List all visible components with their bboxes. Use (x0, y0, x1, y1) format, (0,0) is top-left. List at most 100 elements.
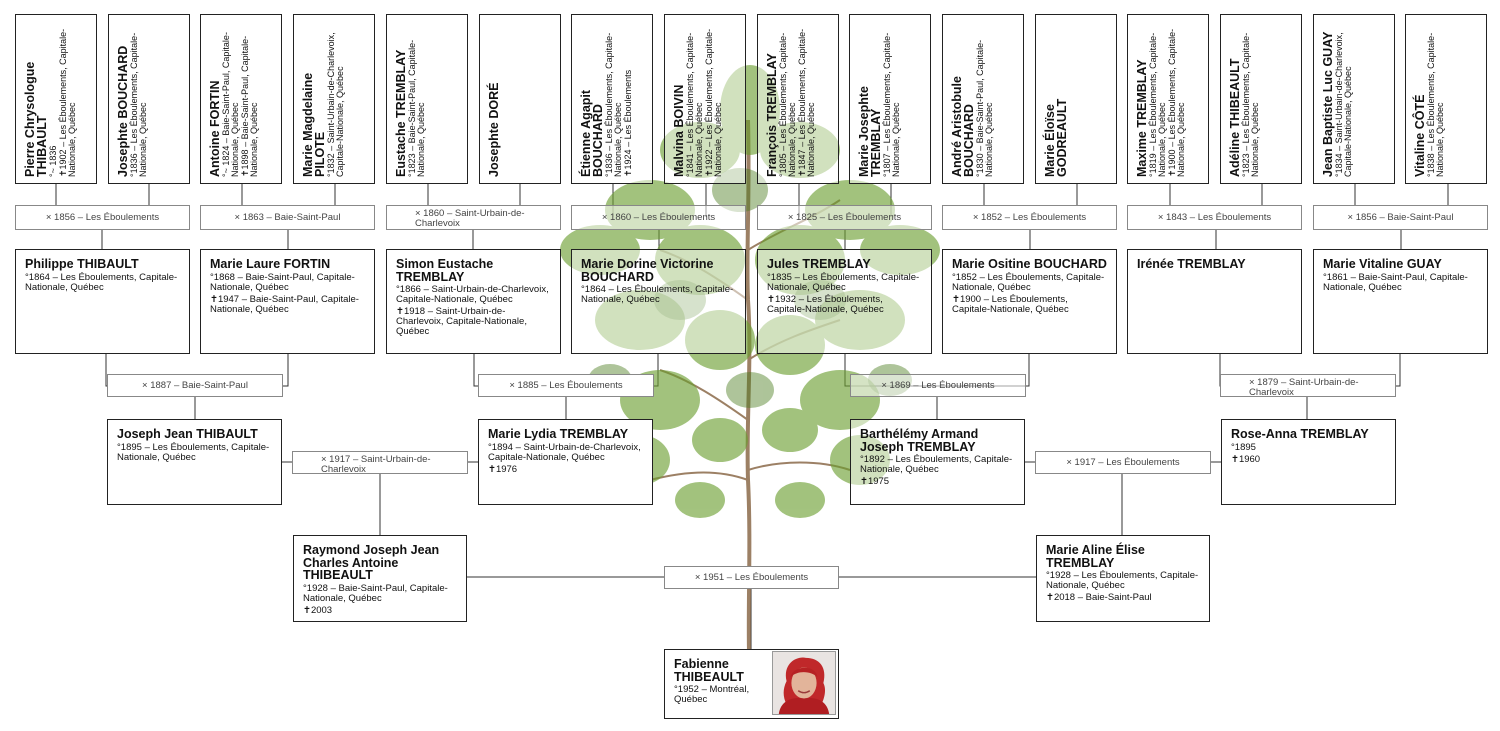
person-name: Adéline THIBEAULT (1228, 58, 1242, 177)
person-dates: °1852 – Les Éboulements, Capitale-Nation… (952, 271, 1105, 293)
person-card-text: André Aristobule BOUCHARD°1830 – Baie-Sa… (950, 27, 1023, 177)
person-dates: ✝1918 – Saint-Urbain-de-Charlevoix, Capi… (396, 306, 527, 337)
person-card[interactable]: Marie Laure FORTIN°1868 – Baie-Saint-Pau… (200, 249, 375, 354)
person-card[interactable]: Marie Ositine BOUCHARD°1852 – Les Éboule… (942, 249, 1117, 354)
person-card[interactable]: Marie Aline Élise TREMBLAY°1928 – Les Éb… (1036, 535, 1210, 622)
person-card[interactable]: Marie Vitaline GUAY°1861 – Baie-Saint-Pa… (1313, 249, 1488, 354)
person-dates: °1952 – Montréal, Québec (674, 684, 750, 705)
person-card[interactable]: Josephte DORÉ (479, 14, 561, 184)
person-dates: ✝1975 (860, 476, 890, 487)
person-card[interactable]: Eustache TREMBLAY°1823 – Baie-Saint-Paul… (386, 14, 468, 184)
person-name: Philippe THIBAULT (25, 257, 139, 271)
person-card[interactable]: Adéline THIBEAULT°1823 – Les Éboulements… (1220, 14, 1302, 184)
person-name: Barthélémy Armand Joseph TREMBLAY (860, 427, 979, 454)
person-card[interactable]: Pierre Chrysologue THIBAULT°~ 1836✝1902 … (15, 14, 97, 184)
person-name: André Aristobule BOUCHARD (950, 76, 976, 177)
person-card-text: Marie Magdelaine PILOTE°1832 – Saint-Urb… (301, 27, 374, 177)
person-name: Josephte BOUCHARD (116, 45, 130, 177)
person-dates: °1864 – Les Éboulements, Capitale-Nation… (25, 271, 178, 293)
person-card[interactable]: Rose-Anna TREMBLAY°1895✝1960 (1221, 419, 1396, 505)
person-dates: ✝1900 – Les Éboulements, Capitale-Nation… (1167, 28, 1186, 177)
person-card[interactable]: Marie Magdelaine PILOTE°1832 – Saint-Urb… (293, 14, 375, 184)
marriage-label: × 1869 – Les Éboulements (850, 374, 1026, 397)
person-dates: °1836 – Les Éboulements, Capitale-Nation… (604, 32, 623, 177)
marriage-label: × 1860 – Saint-Urbain-de-Charlevoix (386, 205, 561, 230)
marriage-label: × 1860 – Les Éboulements (571, 205, 746, 230)
person-name: Malvina BOIVIN (672, 84, 686, 177)
person-dates: °1834 – Saint-Urbain-de-Charlevoix, Capi… (1334, 32, 1353, 177)
person-dates: °1836 – Les Éboulements, Capitale-Nation… (129, 32, 148, 177)
person-name: Raymond Joseph Jean Charles Antoine THIB… (303, 543, 440, 582)
person-name: Rose-Anna TREMBLAY (1231, 427, 1369, 441)
person-dates: ✝1898 – Baie-Saint-Paul, Capitale-Nation… (240, 35, 259, 177)
person-card[interactable]: Barthélémy Armand Joseph TREMBLAY°1892 –… (850, 419, 1025, 505)
person-name: Joseph Jean THIBAULT (117, 427, 258, 441)
person-card-text: Pierre Chrysologue THIBAULT°~ 1836✝1902 … (23, 27, 96, 177)
person-name: Marie Éloïse GODREAULT (1043, 98, 1069, 177)
person-name: Vitaline CÔTÉ (1413, 94, 1427, 177)
person-dates: ✝1902 – Les Éboulements, Capitale-Nation… (58, 28, 77, 177)
person-card-text: Malvina BOIVIN°1841 – Les Éboulements, C… (672, 27, 745, 177)
person-card[interactable]: François TREMBLAY°1805 – Les Éboulements… (757, 14, 839, 184)
person-dates: °1864 – Les Éboulements, Capitale-Nation… (581, 284, 734, 305)
marriage-label: × 1887 – Baie-Saint-Paul (107, 374, 283, 397)
person-dates: °1832 – Saint-Urbain-de-Charlevoix, Capi… (326, 32, 345, 177)
person-card[interactable]: Jules TREMBLAY°1835 – Les Éboulements, C… (757, 249, 932, 354)
person-card[interactable]: Marie Lydia TREMBLAY°1894 – Saint-Urbain… (478, 419, 653, 505)
person-card[interactable]: Raymond Joseph Jean Charles Antoine THIB… (293, 535, 467, 622)
person-card-text: Marie Josephte TREMBLAY°1807 – Les Éboul… (857, 27, 930, 177)
person-card[interactable]: Marie Josephte TREMBLAY°1807 – Les Éboul… (849, 14, 931, 184)
marriage-label: × 1863 – Baie-Saint-Paul (200, 205, 375, 230)
person-card[interactable]: Jean Baptiste Luc GUAY°1834 – Saint-Urba… (1313, 14, 1395, 184)
person-name: Jean Baptiste Luc GUAY (1321, 31, 1335, 177)
person-dates: ✝1847 – Les Éboulements, Capitale-Nation… (797, 28, 816, 177)
person-dates: °1823 – Baie-Saint-Paul, Capitale-Nation… (407, 39, 426, 177)
person-dates: °1866 – Saint-Urbain-de-Charlevoix, Capi… (396, 284, 549, 305)
person-card-text: Josephte BOUCHARD°1836 – Les Éboulements… (116, 27, 189, 177)
person-card[interactable]: Étienne Agapit BOUCHARD°1836 – Les Éboul… (571, 14, 653, 184)
person-card[interactable]: Simon Eustache TREMBLAY°1866 – Saint-Urb… (386, 249, 561, 354)
person-card-text: Maxime TREMBLAY°1819 – Les Éboulements, … (1135, 27, 1208, 177)
person-dates: °1819 – Les Éboulements, Capitale-Nation… (1148, 32, 1167, 177)
person-card[interactable]: Joseph Jean THIBAULT°1895 – Les Ébouleme… (107, 419, 282, 505)
person-name: Marie Aline Élise TREMBLAY (1046, 543, 1145, 570)
person-name: Marie Laure FORTIN (210, 257, 331, 271)
person-card[interactable]: Maxime TREMBLAY°1819 – Les Éboulements, … (1127, 14, 1209, 184)
person-dates: °1895 (1231, 441, 1256, 453)
person-dates: ✝1947 – Baie-Saint-Paul, Capitale-Nation… (210, 293, 359, 315)
person-card[interactable]: Philippe THIBAULT°1864 – Les Éboulements… (15, 249, 190, 354)
marriage-label: × 1852 – Les Éboulements (942, 205, 1117, 230)
person-dates: ✝1900 – Les Éboulements, Capitale-Nation… (952, 293, 1069, 315)
person-card[interactable]: Josephte BOUCHARD°1836 – Les Éboulements… (108, 14, 190, 184)
marriage-label: × 1879 – Saint-Urbain-de-Charlevoix (1220, 374, 1396, 398)
marriage-label: × 1885 – Les Éboulements (478, 374, 654, 397)
person-card-text: Jean Baptiste Luc GUAY°1834 – Saint-Urba… (1321, 27, 1394, 177)
person-dates: °~ 1836 (48, 145, 58, 177)
person-dates: °1823 – Les Éboulements, Capitale-Nation… (1241, 32, 1260, 177)
person-card[interactable]: Marie Dorine Victorine BOUCHARD°1864 – L… (571, 249, 746, 354)
marriage-label: × 1951 – Les Éboulements (664, 566, 839, 589)
person-name: Étienne Agapit BOUCHARD (579, 89, 605, 177)
person-card[interactable]: Vitaline CÔTÉ°1838 – Les Éboulements, Ca… (1405, 14, 1487, 184)
person-dates: °1861 – Baie-Saint-Paul, Capitale-Nation… (1323, 271, 1468, 293)
portrait-photo (772, 651, 836, 715)
person-card-text: Antoine FORTIN°~ 1824 – Baie-Saint-Paul,… (208, 27, 281, 177)
marriage-label: × 1856 – Baie-Saint-Paul (1313, 205, 1488, 230)
person-dates: °~ 1824 – Baie-Saint-Paul, Capitale-Nati… (221, 32, 240, 177)
person-name: Marie Josephte TREMBLAY (857, 85, 883, 177)
person-card[interactable]: André Aristobule BOUCHARD°1830 – Baie-Sa… (942, 14, 1024, 184)
person-card-text: Josephte DORÉ (487, 27, 560, 177)
person-name: Marie Vitaline GUAY (1323, 257, 1442, 271)
person-name: Marie Ositine BOUCHARD (952, 257, 1107, 271)
person-dates: °1928 – Baie-Saint-Paul, Capitale-Nation… (303, 582, 448, 604)
marriage-label: × 1917 – Les Éboulements (1035, 451, 1211, 474)
person-card[interactable]: Marie Éloïse GODREAULT (1035, 14, 1117, 184)
person-dates: ✝1932 – Les Éboulements, Capitale-Nation… (767, 293, 884, 315)
person-card[interactable]: Antoine FORTIN°~ 1824 – Baie-Saint-Paul,… (200, 14, 282, 184)
person-card-text: François TREMBLAY°1805 – Les Éboulements… (765, 27, 838, 177)
person-dates: °1835 – Les Éboulements, Capitale-Nation… (767, 271, 920, 293)
marriage-label: × 1917 – Saint-Urbain-de-Charlevoix (292, 451, 468, 475)
person-card[interactable]: Malvina BOIVIN°1841 – Les Éboulements, C… (664, 14, 746, 184)
person-name: Irénée TREMBLAY (1137, 257, 1246, 271)
person-card[interactable]: Irénée TREMBLAY (1127, 249, 1302, 354)
